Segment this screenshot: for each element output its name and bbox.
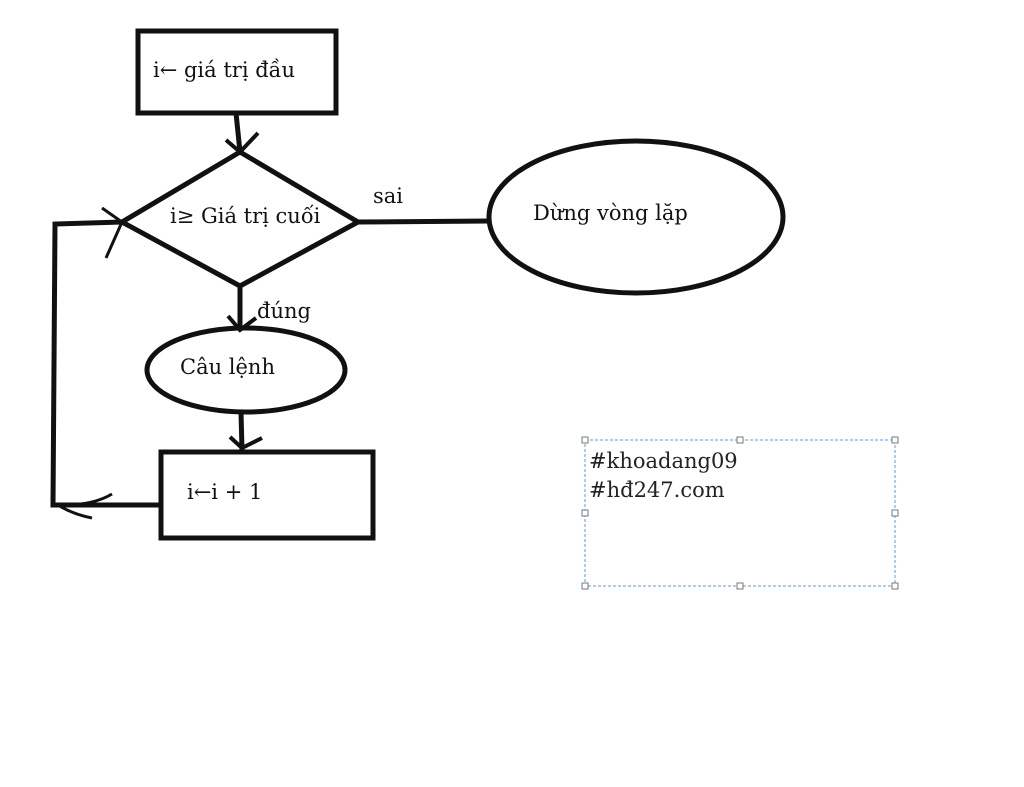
textbox-line-2[interactable]: #hđ247.com [589,478,725,502]
condition-label: i≥ Giá trị cuối [170,204,321,228]
arrow-statement-to-increment [238,411,245,451]
textbox-line-1[interactable]: #khoadang09 [589,449,738,473]
arrowhead-condition-top [224,131,260,155]
stop-node-label: Dừng vòng lặp [533,201,688,225]
resize-handle-bl[interactable] [581,582,589,590]
resize-handle-ml[interactable] [581,509,589,517]
start-box-label: i← giá trị đầu [153,58,295,82]
resize-handle-tr[interactable] [891,436,899,444]
resize-handle-br[interactable] [891,582,899,590]
true-branch-label: đúng [257,299,311,323]
loop-arrowhead-bottom [52,492,113,520]
resize-handle-tl[interactable] [581,436,589,444]
arrowhead-increment-top [228,435,263,451]
statement-node [144,325,348,415]
increment-box [158,449,376,541]
resize-handle-tm[interactable] [736,436,744,444]
stop-node [486,138,786,296]
arrow-start-to-condition [233,112,243,153]
loop-arrowhead-condition [101,206,124,259]
false-branch-label: sai [373,184,403,208]
loop-back-line [50,219,161,508]
resize-handle-mr[interactable] [891,509,899,517]
arrow-false-branch [357,218,491,225]
increment-box-label: i←i + 1 [187,480,262,504]
statement-node-label: Câu lệnh [180,355,275,379]
resize-handle-bm[interactable] [736,582,744,590]
